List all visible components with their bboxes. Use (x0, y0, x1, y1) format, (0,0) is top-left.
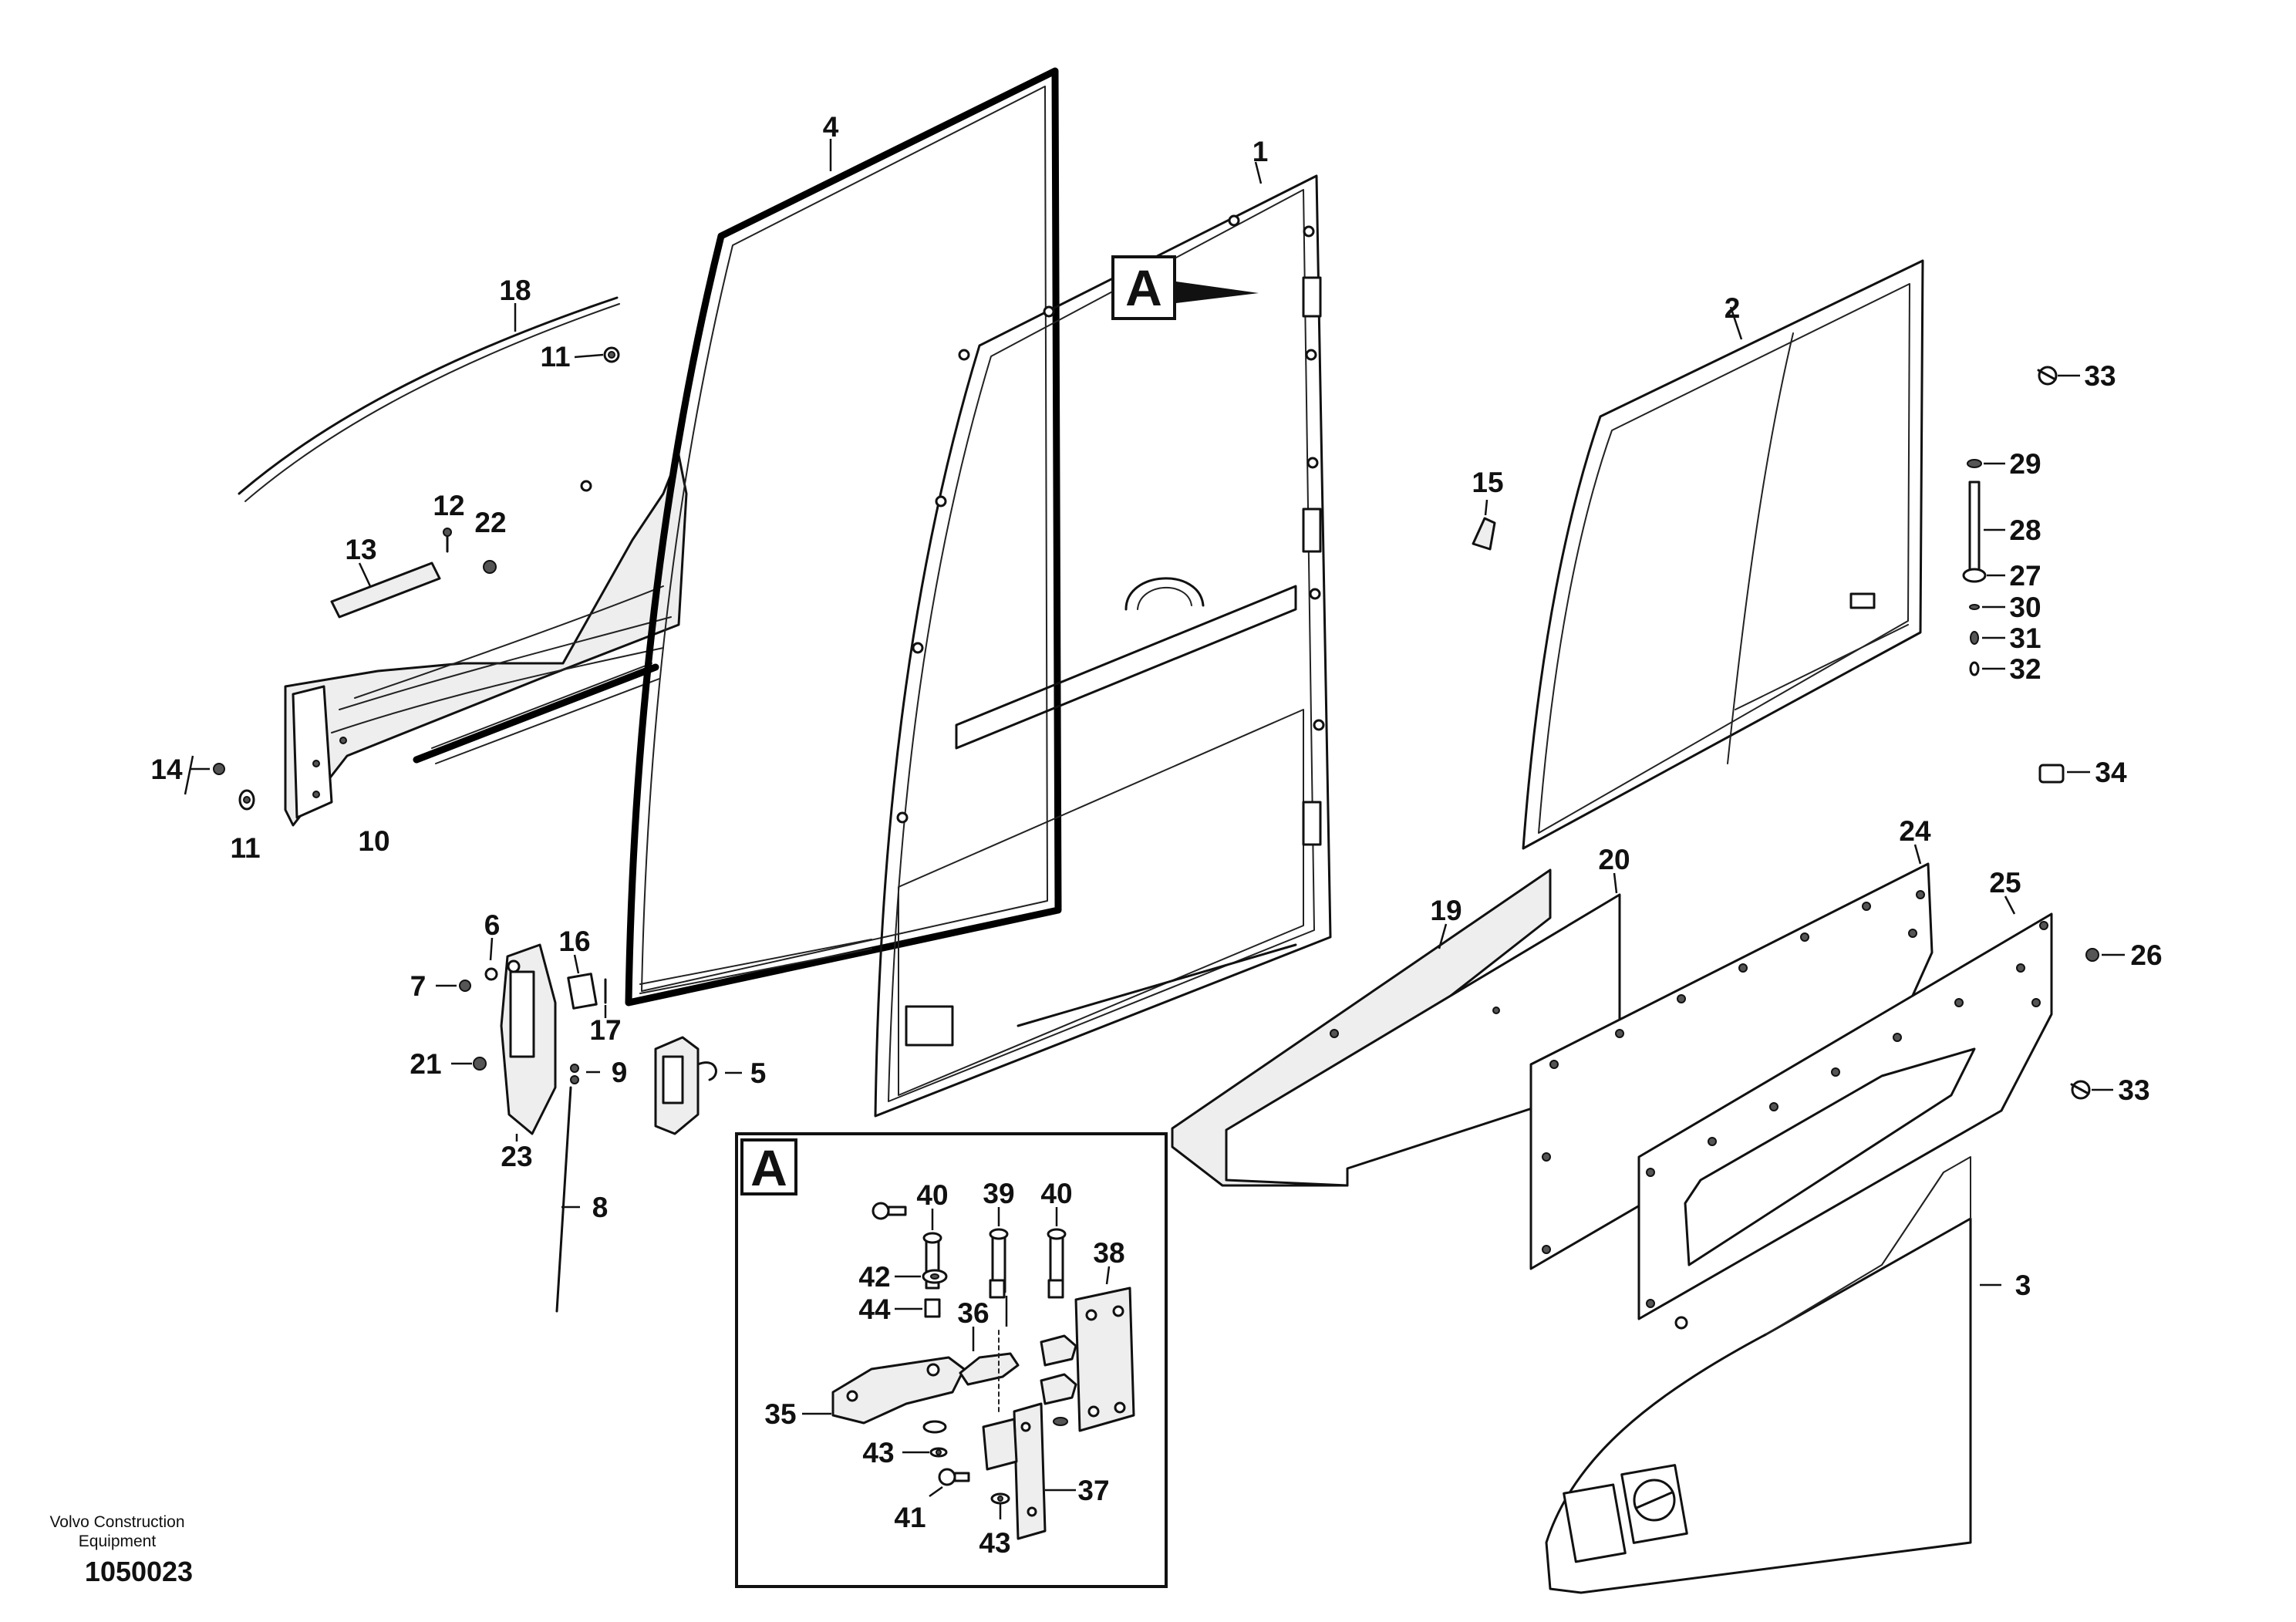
part-label-9: 9 (612, 1057, 628, 1088)
part-label-3: 3 (2015, 1270, 2031, 1301)
part-label-42: 42 (858, 1261, 890, 1293)
part-label-15: 15 (1472, 467, 1503, 498)
part-number-labels: 1 2 3 4 5 6 7 8 9 10 11 11 12 13 14 15 1… (150, 111, 2162, 1559)
detail-a-callout: A (1111, 255, 1259, 320)
part-label-44: 44 (858, 1293, 891, 1325)
part-label-5: 5 (750, 1057, 767, 1089)
part-label-8: 8 (592, 1192, 609, 1223)
part-label-20: 20 (1598, 844, 1630, 875)
part-label-23: 23 (501, 1141, 532, 1172)
outer-panel-3 (1545, 1156, 2001, 1594)
part-label-11-lower: 11 (230, 832, 260, 864)
panel-20 (1225, 872, 1621, 1187)
part-label-24: 24 (1899, 815, 1931, 847)
part-label-31: 31 (2009, 622, 2041, 654)
part-label-40-right: 40 (1040, 1178, 1072, 1209)
part-label-18: 18 (499, 275, 531, 306)
part-label-22: 22 (474, 507, 506, 538)
gasket-25 (1637, 895, 2053, 1330)
lower-panel-10 (184, 454, 688, 827)
panel-24 (1529, 844, 1934, 1270)
fasteners-14-11 (190, 763, 255, 811)
part-label-41: 41 (894, 1502, 925, 1533)
detail-a-label: A (1125, 259, 1162, 316)
manufacturer-line-1: Volvo Construction (49, 1513, 184, 1531)
part-label-6: 6 (484, 909, 501, 941)
part-label-37: 37 (1077, 1475, 1109, 1506)
part-label-2: 2 (1725, 292, 1741, 324)
part-label-36: 36 (957, 1297, 989, 1329)
part-label-19: 19 (1430, 895, 1462, 926)
part-label-33-lower: 33 (2118, 1074, 2149, 1106)
strip-13 (330, 561, 441, 619)
part-label-39: 39 (983, 1178, 1014, 1209)
part-label-11-upper: 11 (540, 341, 570, 373)
door-seal-4 (625, 67, 1062, 1007)
part-label-34: 34 (2095, 757, 2127, 788)
trim-strip-18 (238, 296, 620, 502)
part-label-28: 28 (2009, 514, 2041, 546)
inset-a-label: A (750, 1139, 787, 1196)
part-label-27: 27 (2009, 560, 2041, 592)
part-label-12: 12 (433, 490, 464, 521)
part-label-38: 38 (1093, 1237, 1124, 1269)
part-label-16: 16 (558, 926, 590, 957)
drawing-footer: Volvo Construction Equipment 1050023 (49, 1513, 193, 1587)
part-label-17: 17 (589, 1014, 621, 1046)
part-label-10: 10 (358, 825, 389, 857)
part-label-1: 1 (1253, 136, 1269, 167)
part-label-21: 21 (410, 1048, 441, 1080)
window-2 (1522, 259, 1924, 850)
part-label-4: 4 (823, 111, 839, 143)
part-label-40-left: 40 (916, 1179, 948, 1211)
part-label-7: 7 (410, 970, 426, 1002)
part-label-33-upper: 33 (2084, 360, 2116, 392)
part-label-43-bottom: 43 (979, 1527, 1010, 1559)
part-label-26: 26 (2130, 939, 2162, 971)
manufacturer-line-2: Equipment (79, 1533, 157, 1550)
clip-15 (1472, 499, 1496, 551)
small-fasteners-upper-left (443, 346, 620, 574)
part-label-25: 25 (1989, 867, 2021, 899)
part-label-35: 35 (764, 1398, 796, 1430)
part-label-14: 14 (150, 754, 183, 785)
part-label-13: 13 (345, 534, 376, 565)
lock-hardware (436, 937, 742, 1313)
door-frame-1 (874, 161, 1332, 1118)
part-label-29: 29 (2009, 448, 2041, 480)
inset-a: A (735, 1132, 1168, 1588)
right-hardware-column (1962, 366, 2125, 1100)
drawing-number: 1050023 (85, 1556, 193, 1587)
part-label-30: 30 (2009, 592, 2041, 623)
part-label-43-left: 43 (862, 1437, 894, 1469)
part-label-32: 32 (2009, 653, 2041, 685)
